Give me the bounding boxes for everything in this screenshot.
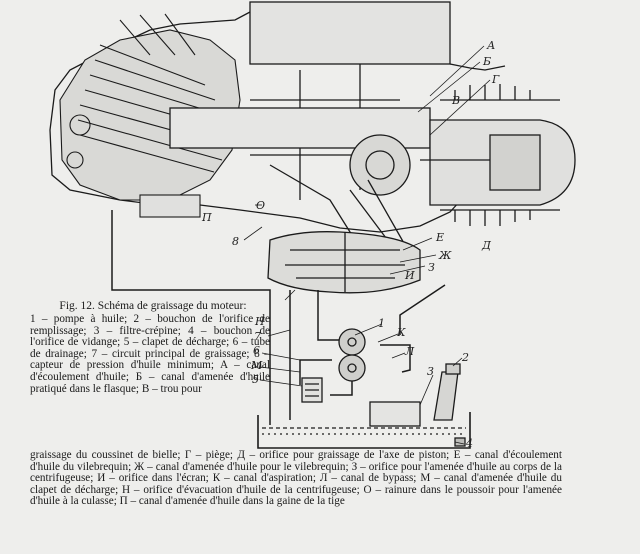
figure-caption: Fig. 12. Schéma de graissage du moteur: … <box>30 300 270 395</box>
callout-Zh: Ж <box>439 249 452 262</box>
callout-B: Б <box>483 55 492 68</box>
callout-8: 8 <box>232 235 239 248</box>
callout-M: М <box>251 359 263 372</box>
relief-valve <box>301 377 323 403</box>
callout-G: Г <box>492 73 500 86</box>
callout-1: 1 <box>378 317 385 330</box>
callout-7: 7 <box>254 330 261 343</box>
figure-legend-part1: 1 – pompe à huile; 2 – bouchon de l'orif… <box>30 313 270 395</box>
callout-N: Н <box>255 315 265 328</box>
callout-P: П <box>202 211 212 224</box>
oil-lines <box>111 210 446 425</box>
callout-L: Л <box>405 345 415 358</box>
filter-strainer <box>369 401 421 427</box>
crank-mechanism <box>169 99 431 251</box>
left-cylinder-head <box>59 13 241 218</box>
filler-plug <box>433 363 461 421</box>
callout-5: 5 <box>252 373 259 386</box>
callout-Z: З <box>428 261 435 274</box>
callout-E: Е <box>436 231 445 244</box>
leader-lines <box>243 45 491 445</box>
callout-K: К <box>397 326 406 339</box>
callout-V: В <box>452 94 461 107</box>
callout-6: 6 <box>253 344 260 357</box>
figure-legend-part2: graissage du coussinet de bielle; Г – pi… <box>30 449 562 508</box>
callout-I: И <box>405 269 415 282</box>
callout-O: О <box>256 199 266 212</box>
callout-D: Д <box>482 239 491 252</box>
oil-centrifuge <box>267 231 421 294</box>
oil-pump <box>338 328 366 382</box>
figure-title: Fig. 12. Schéma de graissage du moteur: <box>59 300 247 312</box>
callout-2: 2 <box>462 351 469 364</box>
callout-4: 4 <box>466 437 473 450</box>
callout-A: А <box>487 39 496 52</box>
callout-3: 3 <box>427 365 434 378</box>
right-cylinder <box>420 84 576 226</box>
